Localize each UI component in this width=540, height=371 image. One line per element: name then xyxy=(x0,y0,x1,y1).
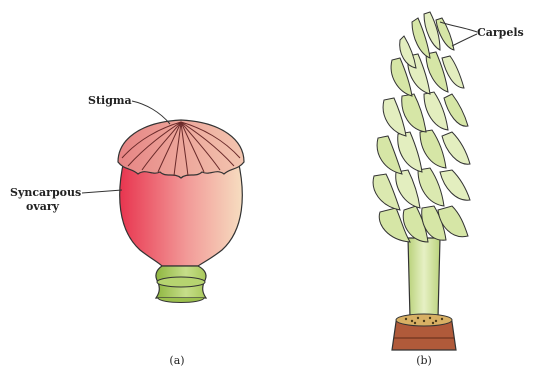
caption-b: (b) xyxy=(416,354,432,367)
stigma-label: Stigma xyxy=(88,94,132,107)
carpel-column-shape xyxy=(408,238,440,318)
stigma-pointer-line xyxy=(132,101,170,124)
carpels-pointer-line-2 xyxy=(452,34,477,46)
pedicel-base xyxy=(158,298,204,303)
syncarpous-label-group: Syncarpous ovary xyxy=(10,186,122,213)
syncarpous-label-line1: Syncarpous xyxy=(10,186,81,199)
stigma-label-group: Stigma xyxy=(88,94,170,124)
stigma-cap-shape xyxy=(118,120,244,178)
carpels-label: Carpels xyxy=(477,26,524,39)
caption-a: (a) xyxy=(169,354,184,367)
receptacle-base xyxy=(392,314,456,350)
syncarpous-pointer-line xyxy=(82,190,122,193)
carpel-cluster xyxy=(373,12,470,242)
syncarpous-label-line2: ovary xyxy=(26,200,60,213)
apocarpous-pistil-b xyxy=(373,12,470,350)
pedicel-ring xyxy=(157,277,205,287)
syncarpous-pistil-a xyxy=(118,120,244,303)
